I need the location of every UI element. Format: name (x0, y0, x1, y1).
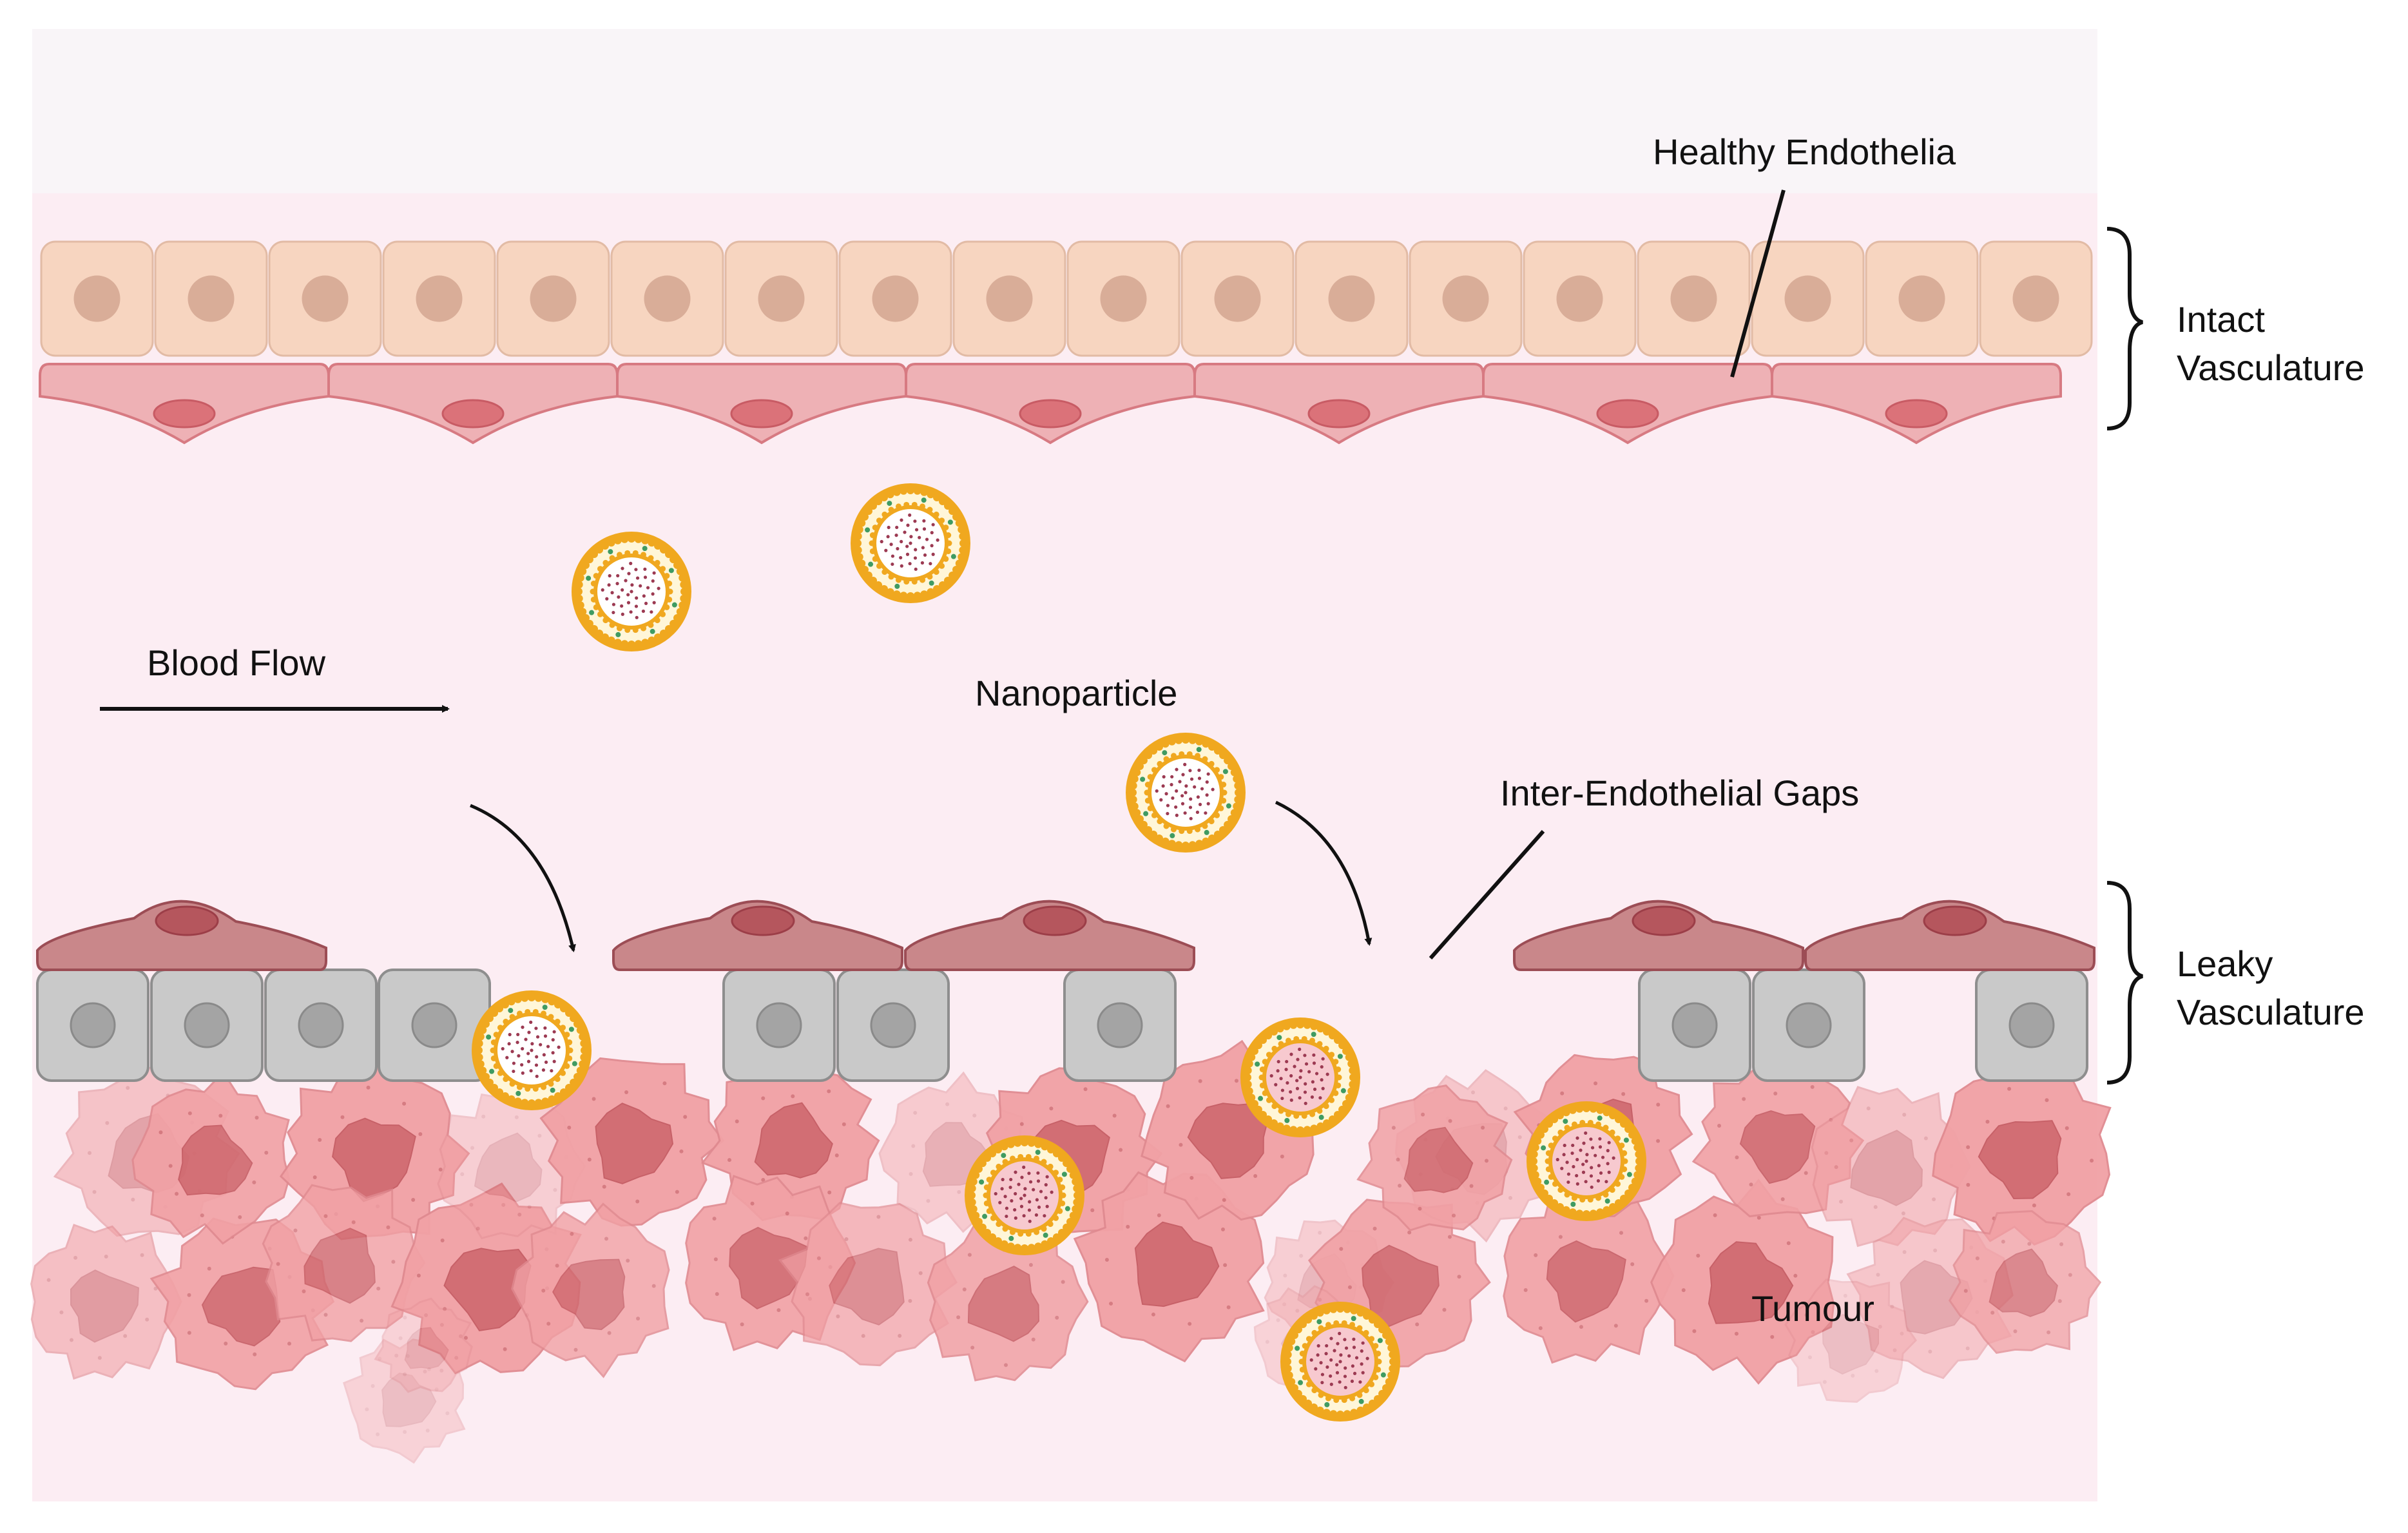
tumour-cell (1073, 1171, 1265, 1363)
tumour-cell (539, 1057, 725, 1227)
leaky-grey-cell (1638, 969, 1751, 1082)
leaky-vasculature-label-line1: Leaky (2177, 943, 2273, 984)
nanoparticle-liposome-icon (1280, 1302, 1400, 1422)
tumour-cell (30, 1224, 182, 1380)
healthy-cell (952, 240, 1066, 357)
healthy-cell (1295, 240, 1409, 357)
tumour-cell (511, 1202, 670, 1378)
leaky-grey-cell (264, 969, 378, 1082)
leaky-endothelial-cell (36, 900, 327, 971)
healthy-cell (1409, 240, 1523, 357)
leaky-endothelial-cell (904, 900, 1195, 971)
tumour-cell (1948, 1210, 2102, 1355)
healthy-cell (382, 240, 496, 357)
healthy-cell (724, 240, 838, 357)
nanoparticle-liposome-icon (1126, 733, 1246, 853)
tumour-cell (1356, 1084, 1513, 1231)
curved-arrow-icon (470, 804, 576, 952)
leaky-grey-cell (378, 969, 491, 1082)
leaky-grey-cell (1975, 969, 2088, 1082)
tumour-cell (700, 1056, 880, 1222)
healthy-cell (1180, 240, 1295, 357)
leaky-grey-cell (1752, 969, 1865, 1082)
nanoparticle-liposome-icon (572, 532, 691, 651)
healthy-endothelia-row (40, 240, 2093, 357)
intact-endothelial-cell (1771, 363, 2062, 445)
healthy-endothelia-leader-line (1730, 189, 1786, 378)
leaky-curly-brace-icon (2106, 881, 2144, 1085)
nanoparticles (472, 483, 1646, 1422)
intact-curly-brace-icon (2106, 227, 2144, 430)
healthy-cell (40, 240, 154, 357)
leaky-grey-cell (150, 969, 264, 1082)
nanoparticle-liposome-icon (472, 990, 592, 1110)
healthy-cell (1523, 240, 1637, 357)
tumour-cell (374, 1297, 473, 1393)
healthy-cell (268, 240, 382, 357)
tumour-cell (1503, 1188, 1675, 1364)
leaky-endothelial-row (36, 900, 2095, 971)
leaky-endothelial-cell (612, 900, 903, 971)
intact-vasculature-label-line2: Vasculature (2177, 347, 2365, 388)
tumour-cell (131, 1070, 291, 1245)
healthy-cell (1865, 240, 1979, 357)
intact-vasculature-label-line1: Intact (2177, 299, 2265, 340)
intact-endothelial-row (39, 363, 2062, 445)
leaky-endothelial-cell (1804, 900, 2095, 971)
healthy-endothelia-label: Healthy Endothelia (1653, 131, 1956, 172)
tumour-cell (927, 1222, 1089, 1382)
healthy-cell (1066, 240, 1180, 357)
nanoparticle-liposome-icon (1527, 1101, 1646, 1221)
tumour-cell (1650, 1179, 1835, 1385)
healthy-cell (154, 240, 268, 357)
leaky-grey-cell (722, 969, 836, 1082)
inter-endothelial-gaps-label: Inter-Endothelial Gaps (1500, 773, 1859, 813)
leaky-endothelial-cell (1513, 900, 1804, 971)
leaky-vasculature-label-line2: Vasculature (2177, 992, 2365, 1032)
tumour-cell (262, 1184, 426, 1342)
nanoparticle-liposome-icon (1240, 1017, 1360, 1137)
leaky-grey-cell (36, 969, 149, 1082)
tumour-label: Tumour (1751, 1288, 1874, 1329)
healthy-cell (838, 240, 952, 357)
healthy-cell (1979, 240, 2093, 357)
nanoparticle-label: Nanoparticle (975, 673, 1177, 713)
healthy-cell (496, 240, 610, 357)
leaky-grey-cell (1063, 969, 1177, 1082)
leaky-basement-cells (36, 969, 2088, 1082)
inter-endothelial-gaps-leader-line (1429, 830, 1545, 959)
healthy-cell (610, 240, 724, 357)
blood-flow-label: Blood Flow (147, 642, 326, 683)
tumour-cell (778, 1202, 958, 1367)
tumour-cell (1784, 1278, 1918, 1403)
nanoparticle-liposome-icon (851, 483, 970, 603)
healthy-cell (1637, 240, 1751, 357)
nanoparticle-liposome-icon (965, 1135, 1084, 1255)
curved-arrow-icon (1275, 800, 1373, 946)
top-margin-panel (32, 29, 2097, 209)
healthy-cell (1751, 240, 1865, 357)
leaky-grey-cell (836, 969, 950, 1082)
